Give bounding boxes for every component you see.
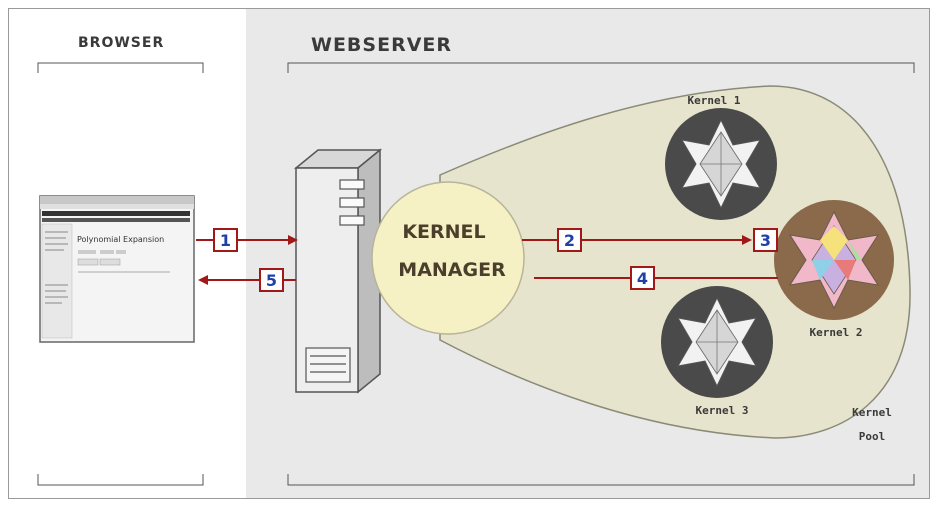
step-badge-2: 2: [557, 228, 582, 252]
step-1-label: 1: [220, 231, 231, 250]
kernel-1-label: Kernel 1: [688, 94, 741, 107]
kernel-pool-region: [439, 85, 911, 439]
browser-bottom-bracket: [37, 474, 204, 486]
step-badge-1: 1: [213, 228, 238, 252]
kernel-2-label: Kernel 2: [810, 326, 863, 339]
step-3-label: 3: [760, 231, 771, 250]
server-icon: [293, 148, 383, 394]
step-badge-4: 4: [630, 266, 655, 290]
kernel-pool-label-line1: Kernel: [852, 406, 892, 419]
step-2-label: 2: [564, 231, 575, 250]
webserver-bottom-bracket: [287, 474, 915, 486]
step-4-label: 4: [637, 269, 648, 288]
webserver-top-bracket: [287, 62, 915, 73]
kernel-1: [665, 108, 777, 220]
browser-window: Polynomial Expansion: [39, 195, 195, 343]
kernel-manager-node: [371, 181, 525, 335]
kernel-manager-label-line2: MANAGER: [398, 259, 506, 281]
browser-section-label: BROWSER: [78, 35, 165, 51]
browser-window-heading: Polynomial Expansion: [77, 235, 164, 244]
step-badge-3: 3: [753, 228, 778, 252]
browser-top-bracket: [37, 62, 204, 73]
step-5-label: 5: [266, 271, 277, 290]
kernel-manager-label-line1: KERNEL: [402, 221, 485, 243]
kernel-3: [661, 286, 773, 398]
kernel-2: [774, 200, 894, 320]
webserver-section-label: WEBSERVER: [311, 34, 453, 56]
kernel-3-label: Kernel 3: [696, 404, 749, 417]
step-badge-5: 5: [259, 268, 284, 292]
kernel-pool-label-line2: Pool: [859, 430, 886, 443]
